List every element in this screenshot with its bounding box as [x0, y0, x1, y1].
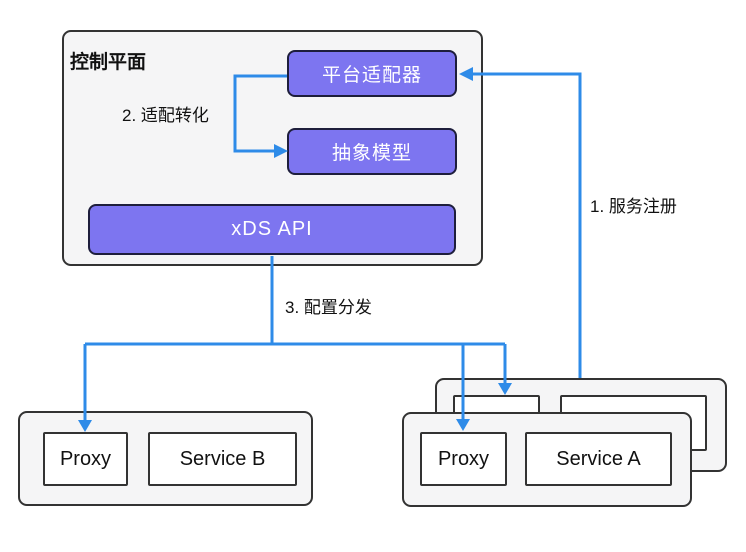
service-a-box: Service A	[525, 432, 672, 486]
adaptation-transform-label: 2. 适配转化	[122, 106, 209, 125]
abstract-model-node: 抽象模型	[287, 128, 457, 175]
service-registration-label: 1. 服务注册	[590, 197, 677, 216]
xds-api-node: xDS API	[88, 204, 456, 255]
service-b-proxy-box: Proxy	[43, 432, 128, 486]
platform-adapter-node: 平台适配器	[287, 50, 457, 97]
control-plane-title: 控制平面	[70, 52, 147, 73]
service-a-proxy-box: Proxy	[420, 432, 507, 486]
config-distribution-label: 3. 配置分发	[285, 298, 372, 317]
service-b-box: Service B	[148, 432, 297, 486]
